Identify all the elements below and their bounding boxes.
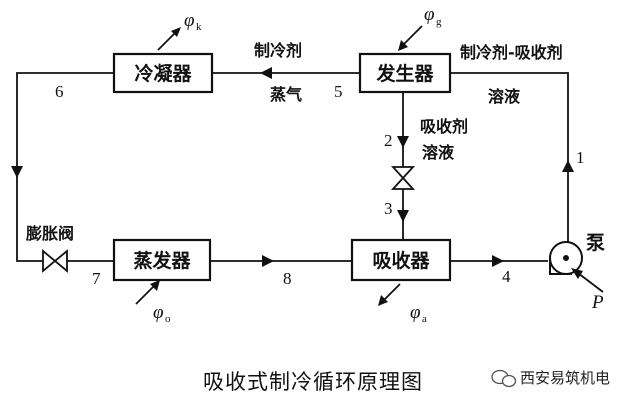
solution-valve-icon	[390, 166, 416, 190]
condenser-heat-arrow	[157, 31, 177, 51]
evaporator-heat-symbol: φ	[153, 302, 164, 323]
absorber-label: 吸收器	[372, 249, 430, 272]
vapor-label-line1: 制冷剂	[254, 41, 302, 60]
pump-label: 泵	[586, 232, 605, 254]
strong-solution-label-line1: 制冷剂-吸收剂	[460, 43, 563, 62]
pump-power-label: P	[591, 292, 604, 313]
condenser-heat-symbol: φ	[184, 10, 195, 31]
evaporator-label: 蒸发器	[133, 249, 191, 272]
absorbent-label-line1: 吸收剂	[420, 117, 468, 136]
watermark-text: 西安易筑机电	[520, 369, 610, 387]
condenser-box	[112, 52, 214, 94]
absorbent-flow-arrow-upper	[397, 136, 409, 148]
evaporator-box	[112, 238, 212, 282]
generator-heat-arrowhead	[398, 40, 408, 51]
state-point-5: 5	[334, 82, 343, 101]
absorber-heat-arrowhead	[378, 295, 388, 306]
expansion-valve-icon	[42, 249, 68, 273]
generator-label: 发生器	[375, 62, 434, 85]
generator-heat-arrow	[401, 25, 423, 47]
condenser-label: 冷凝器	[134, 62, 192, 85]
absorber-heat-sub: a	[422, 313, 427, 325]
generator-heat-symbol: φ	[424, 4, 435, 25]
solution-to-pump-arrow	[492, 255, 504, 267]
pump-power-arrowhead	[571, 268, 583, 279]
state-point-2: 2	[384, 131, 393, 150]
expansion-valve-label: 膨胀阀	[26, 224, 74, 243]
condenser-heat-sub: k	[196, 21, 202, 33]
absorber-box	[350, 238, 452, 282]
absorbent-label-line2: 溶液	[422, 143, 455, 162]
diagram-caption: 吸收式制冷循环原理图	[203, 370, 423, 394]
evaporator-heat-sub: o	[165, 313, 171, 325]
state-point-4: 4	[502, 267, 511, 286]
condensate-flow-arrow	[11, 166, 23, 178]
strong-solution-label-line2: 溶液	[488, 87, 521, 106]
generator-box	[358, 52, 452, 94]
pumped-solution-arrow	[562, 160, 574, 172]
state-point-7: 7	[92, 269, 101, 288]
state-point-6: 6	[55, 82, 64, 101]
pump-icon	[549, 241, 583, 275]
absorber-heat-symbol: φ	[410, 302, 421, 323]
vapor-flow-arrow	[260, 67, 272, 79]
evaporator-heat-arrowhead	[150, 280, 160, 291]
wechat-logo-icon	[491, 369, 517, 388]
absorbent-flow-arrow-lower	[397, 210, 409, 222]
generator-heat-sub: g	[436, 16, 442, 28]
condenser-heat-arrowhead	[171, 27, 181, 37]
vapor-label-line2: 蒸气	[270, 85, 302, 104]
evaporator-heat-arrow	[135, 283, 157, 305]
state-point-8: 8	[283, 269, 292, 288]
pump-generator-line	[450, 72, 569, 243]
state-point-1: 1	[576, 148, 585, 167]
vapor-to-absorber-arrow	[262, 255, 274, 267]
state-point-3: 3	[384, 199, 393, 218]
